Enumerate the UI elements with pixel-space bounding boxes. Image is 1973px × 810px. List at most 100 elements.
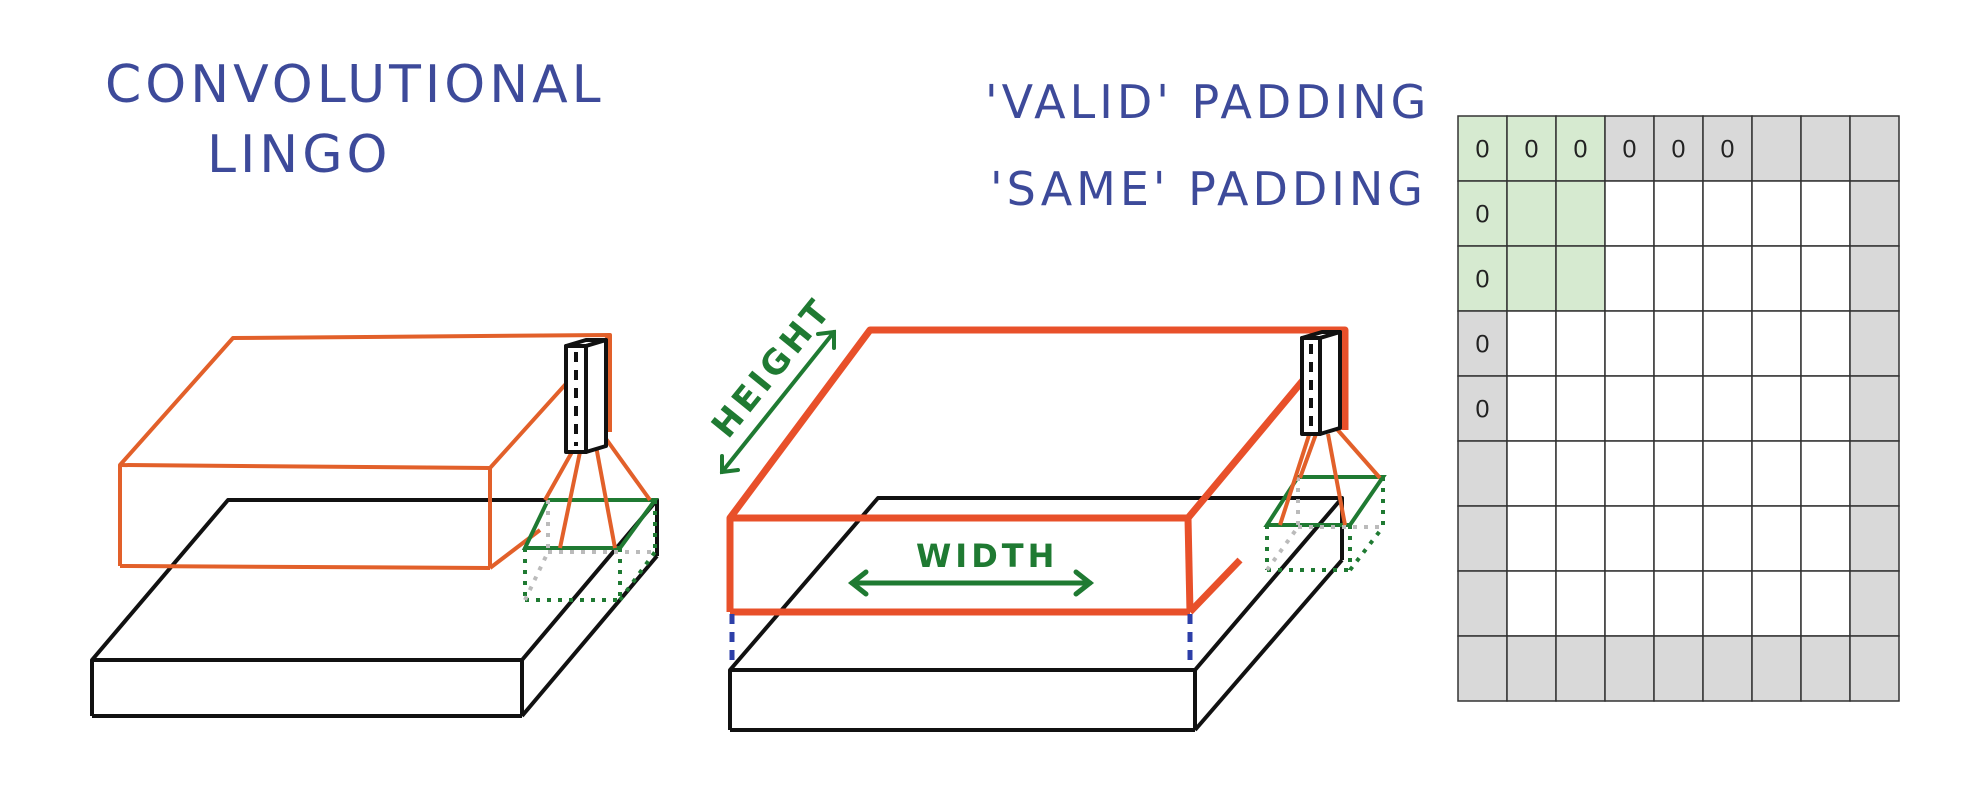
grid-cell (1800, 310, 1851, 377)
grid-cell (1702, 115, 1753, 182)
grid-cell (1555, 505, 1606, 572)
left-input-volume (90, 498, 659, 718)
grid-cell (1604, 310, 1655, 377)
grid-cell (1702, 635, 1753, 702)
left-output-volume (118, 333, 612, 570)
grid-cell (1702, 310, 1753, 377)
grid-zero-label: 0 (1476, 201, 1490, 229)
grid-cell (1751, 310, 1802, 377)
grid-cell (1604, 115, 1655, 182)
grid-cell (1653, 310, 1704, 377)
grid-cell (1604, 570, 1655, 637)
title-line-1: CONVOLUTIONAL (105, 55, 605, 115)
grid-cell (1506, 635, 1557, 702)
grid-cell (1849, 375, 1900, 442)
grid-cell (1751, 570, 1802, 637)
grid-cell (1800, 115, 1851, 182)
grid-cell (1506, 440, 1557, 507)
grid-cell (1555, 375, 1606, 442)
grid-cell (1555, 440, 1606, 507)
grid-cell (1457, 375, 1508, 442)
valid-padding-label: 'VALID' PADDING (985, 75, 1430, 129)
left-projection-lines (543, 434, 652, 549)
grid-cell (1555, 310, 1606, 377)
grid-cell (1751, 440, 1802, 507)
grid-cell (1604, 505, 1655, 572)
grid-cell (1800, 245, 1851, 312)
grid-cell (1751, 245, 1802, 312)
grid-zero-label: 0 (1476, 136, 1490, 164)
grid-cell (1702, 180, 1753, 247)
grid-zero-label: 0 (1476, 331, 1490, 359)
height-label: HEIGHT (704, 290, 841, 446)
grid-cell (1555, 570, 1606, 637)
same-padding-label: 'SAME' PADDING (990, 162, 1427, 216)
grid-cell (1506, 375, 1557, 442)
grid-zero-label: 0 (1574, 136, 1588, 164)
grid-cell (1800, 180, 1851, 247)
grid-cell (1604, 635, 1655, 702)
grid-cell (1849, 440, 1900, 507)
grid-cell (1506, 570, 1557, 637)
grid-cell (1751, 635, 1802, 702)
grid-cell (1457, 570, 1508, 637)
middle-padding-markers (729, 614, 1193, 668)
grid-cell (1457, 635, 1508, 702)
grid-cell (1653, 115, 1704, 182)
grid-cell (1849, 180, 1900, 247)
grid-cell (1506, 310, 1557, 377)
left-receptive-field (521, 498, 659, 602)
grid-cell (1653, 440, 1704, 507)
grid-cell (1800, 505, 1851, 572)
grid-cell (1653, 505, 1704, 572)
grid-cell (1653, 570, 1704, 637)
grid-zero-label: 0 (1476, 266, 1490, 294)
grid-cell (1457, 245, 1508, 312)
grid-cell (1849, 570, 1900, 637)
grid-cell (1800, 440, 1851, 507)
grid-cell (1702, 245, 1753, 312)
grid-zero-label: 0 (1623, 136, 1637, 164)
grid-cell (1653, 245, 1704, 312)
grid-cell (1555, 635, 1606, 702)
grid-zero-label: 0 (1525, 136, 1539, 164)
grid-cell (1555, 180, 1606, 247)
grid-cell (1849, 635, 1900, 702)
grid-cell (1751, 180, 1802, 247)
middle-filter-column (1300, 330, 1342, 436)
grid-zero-label: 0 (1721, 136, 1735, 164)
grid-cell (1604, 440, 1655, 507)
grid-cell (1653, 375, 1704, 442)
grid-cell (1849, 115, 1900, 182)
grid-cell (1800, 375, 1851, 442)
middle-projection-lines (1278, 426, 1382, 526)
title-line-2: LINGO (207, 125, 391, 185)
grid-cell (1457, 440, 1508, 507)
left-filter-column (564, 338, 608, 454)
grid-cell (1653, 635, 1704, 702)
grid-cell (1604, 180, 1655, 247)
grid-cell (1457, 115, 1508, 182)
grid-cell (1849, 505, 1900, 572)
grid-cell (1604, 375, 1655, 442)
grid-cell (1849, 310, 1900, 377)
grid-cell (1800, 635, 1851, 702)
grid-cell (1653, 180, 1704, 247)
grid-cell (1457, 505, 1508, 572)
grid-cell (1702, 440, 1753, 507)
grid-cell (1702, 375, 1753, 442)
width-arrow (847, 569, 1095, 597)
grid-cell (1751, 505, 1802, 572)
height-arrow (720, 329, 836, 475)
grid-cell (1506, 505, 1557, 572)
middle-receptive-field (1263, 475, 1387, 572)
width-label: WIDTH (916, 537, 1058, 575)
grid-cell (1702, 505, 1753, 572)
grid-cell (1849, 245, 1900, 312)
grid-cell (1604, 245, 1655, 312)
grid-cell (1506, 180, 1557, 247)
grid-cell (1457, 310, 1508, 377)
grid-cell (1800, 570, 1851, 637)
